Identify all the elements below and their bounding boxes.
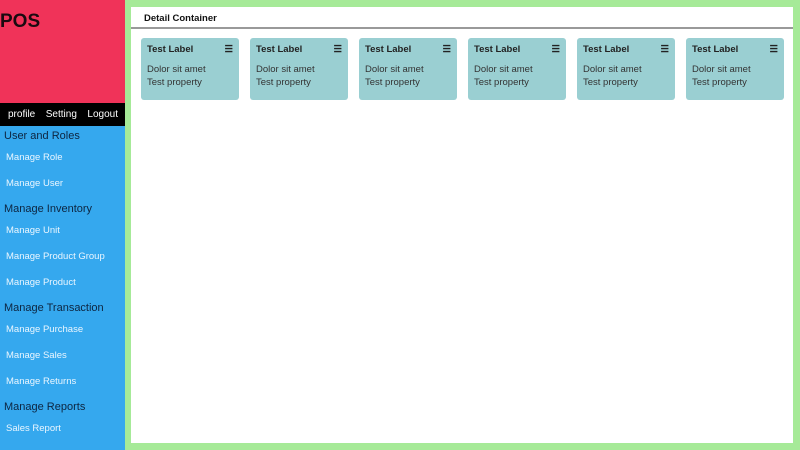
card: Test Label ☰ Dolor sit amet Test property (468, 38, 566, 100)
sidebar-item[interactable]: Manage Unit (6, 225, 60, 236)
card-label: Test Label (474, 44, 521, 55)
card-line: Test property (256, 77, 311, 88)
card-line: Dolor sit amet (583, 64, 642, 75)
sidebar-item[interactable]: Manage User (6, 178, 64, 189)
menu-icon[interactable]: ☰ (769, 44, 778, 55)
card-line: Dolor sit amet (474, 64, 533, 75)
sidebar-section-heading: User and Roles (4, 130, 80, 142)
detail-container: Detail Container Test Label ☰ Dolor sit a… (131, 7, 793, 443)
sidebar-item[interactable]: Purchase Report (0, 444, 125, 450)
card-list: Test Label ☰ Dolor sit amet Test property… (131, 29, 793, 100)
card-label: Test Label (147, 44, 194, 55)
profile-link[interactable]: profile (8, 109, 36, 120)
card: Test Label ☰ Dolor sit amet Test property (577, 38, 675, 100)
card-line: Dolor sit amet (256, 64, 315, 75)
card-line: Dolor sit amet (365, 64, 424, 75)
sidebar-item[interactable]: Manage Product (6, 277, 76, 288)
card: Test Label ☰ Dolor sit amet Test property (141, 38, 239, 100)
sidebar-section-heading: Manage Inventory (4, 203, 93, 215)
main-frame: Detail Container Test Label ☰ Dolor sit a… (125, 0, 800, 450)
sidebar: POS profile Setting Logout User and Role… (0, 0, 125, 450)
sidebar-item[interactable]: Manage Sales (6, 350, 67, 361)
sidebar-item[interactable]: Sales Report (6, 423, 61, 434)
card-label: Test Label (256, 44, 303, 55)
menu-icon[interactable]: ☰ (333, 44, 342, 55)
logout-link[interactable]: Logout (87, 109, 118, 120)
menu-icon[interactable]: ☰ (224, 44, 233, 55)
top-nav: profile Setting Logout (0, 103, 125, 126)
card: Test Label ☰ Dolor sit amet Test property (359, 38, 457, 100)
sidebar-item[interactable]: Manage Returns (6, 376, 77, 387)
card-line: Test property (583, 77, 638, 88)
sidebar-section-heading: Manage Reports (4, 401, 86, 413)
setting-link[interactable]: Setting (45, 109, 77, 120)
card-label: Test Label (583, 44, 630, 55)
sidebar-item[interactable]: Manage Product Group (6, 251, 105, 262)
sidebar-section-heading: Manage Transaction (4, 302, 104, 314)
card-line: Test property (474, 77, 529, 88)
card-line: Test property (692, 77, 747, 88)
card: Test Label ☰ Dolor sit amet Test property (686, 38, 784, 100)
page-title: Detail Container (131, 7, 793, 29)
sidebar-item[interactable]: Manage Purchase (6, 324, 84, 335)
app-title: POS (0, 0, 125, 103)
menu-icon[interactable]: ☰ (551, 44, 560, 55)
sidebar-item[interactable]: Manage Role (6, 152, 63, 163)
card-line: Dolor sit amet (692, 64, 751, 75)
card-label: Test Label (692, 44, 739, 55)
card-line: Test property (147, 77, 202, 88)
card-line: Test property (365, 77, 420, 88)
card-line: Dolor sit amet (147, 64, 206, 75)
card-label: Test Label (365, 44, 412, 55)
menu-icon[interactable]: ☰ (660, 44, 669, 55)
menu-icon[interactable]: ☰ (442, 44, 451, 55)
card: Test Label ☰ Dolor sit amet Test property (250, 38, 348, 100)
